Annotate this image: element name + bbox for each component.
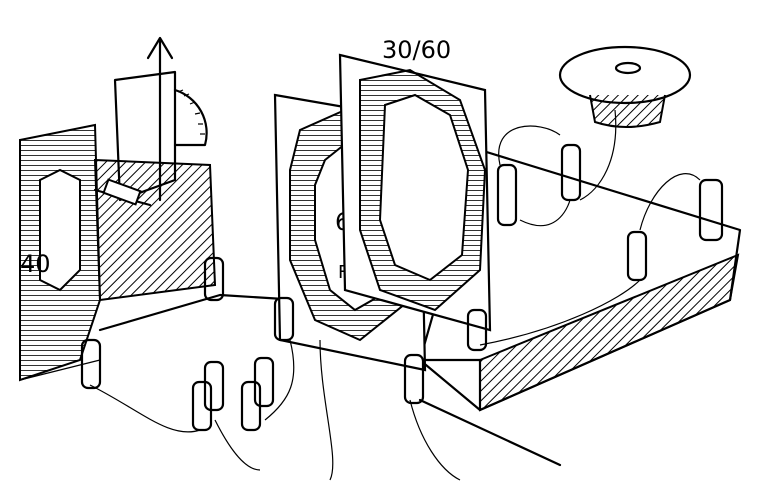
coil-left-label: 40 [20, 250, 51, 278]
protractor [93, 36, 208, 207]
disc-bell [558, 45, 692, 128]
terminals [80, 143, 724, 432]
wires [89, 109, 701, 481]
coil-right-label: 30/60 [382, 36, 451, 64]
right-coil: 30/60 [338, 36, 492, 332]
